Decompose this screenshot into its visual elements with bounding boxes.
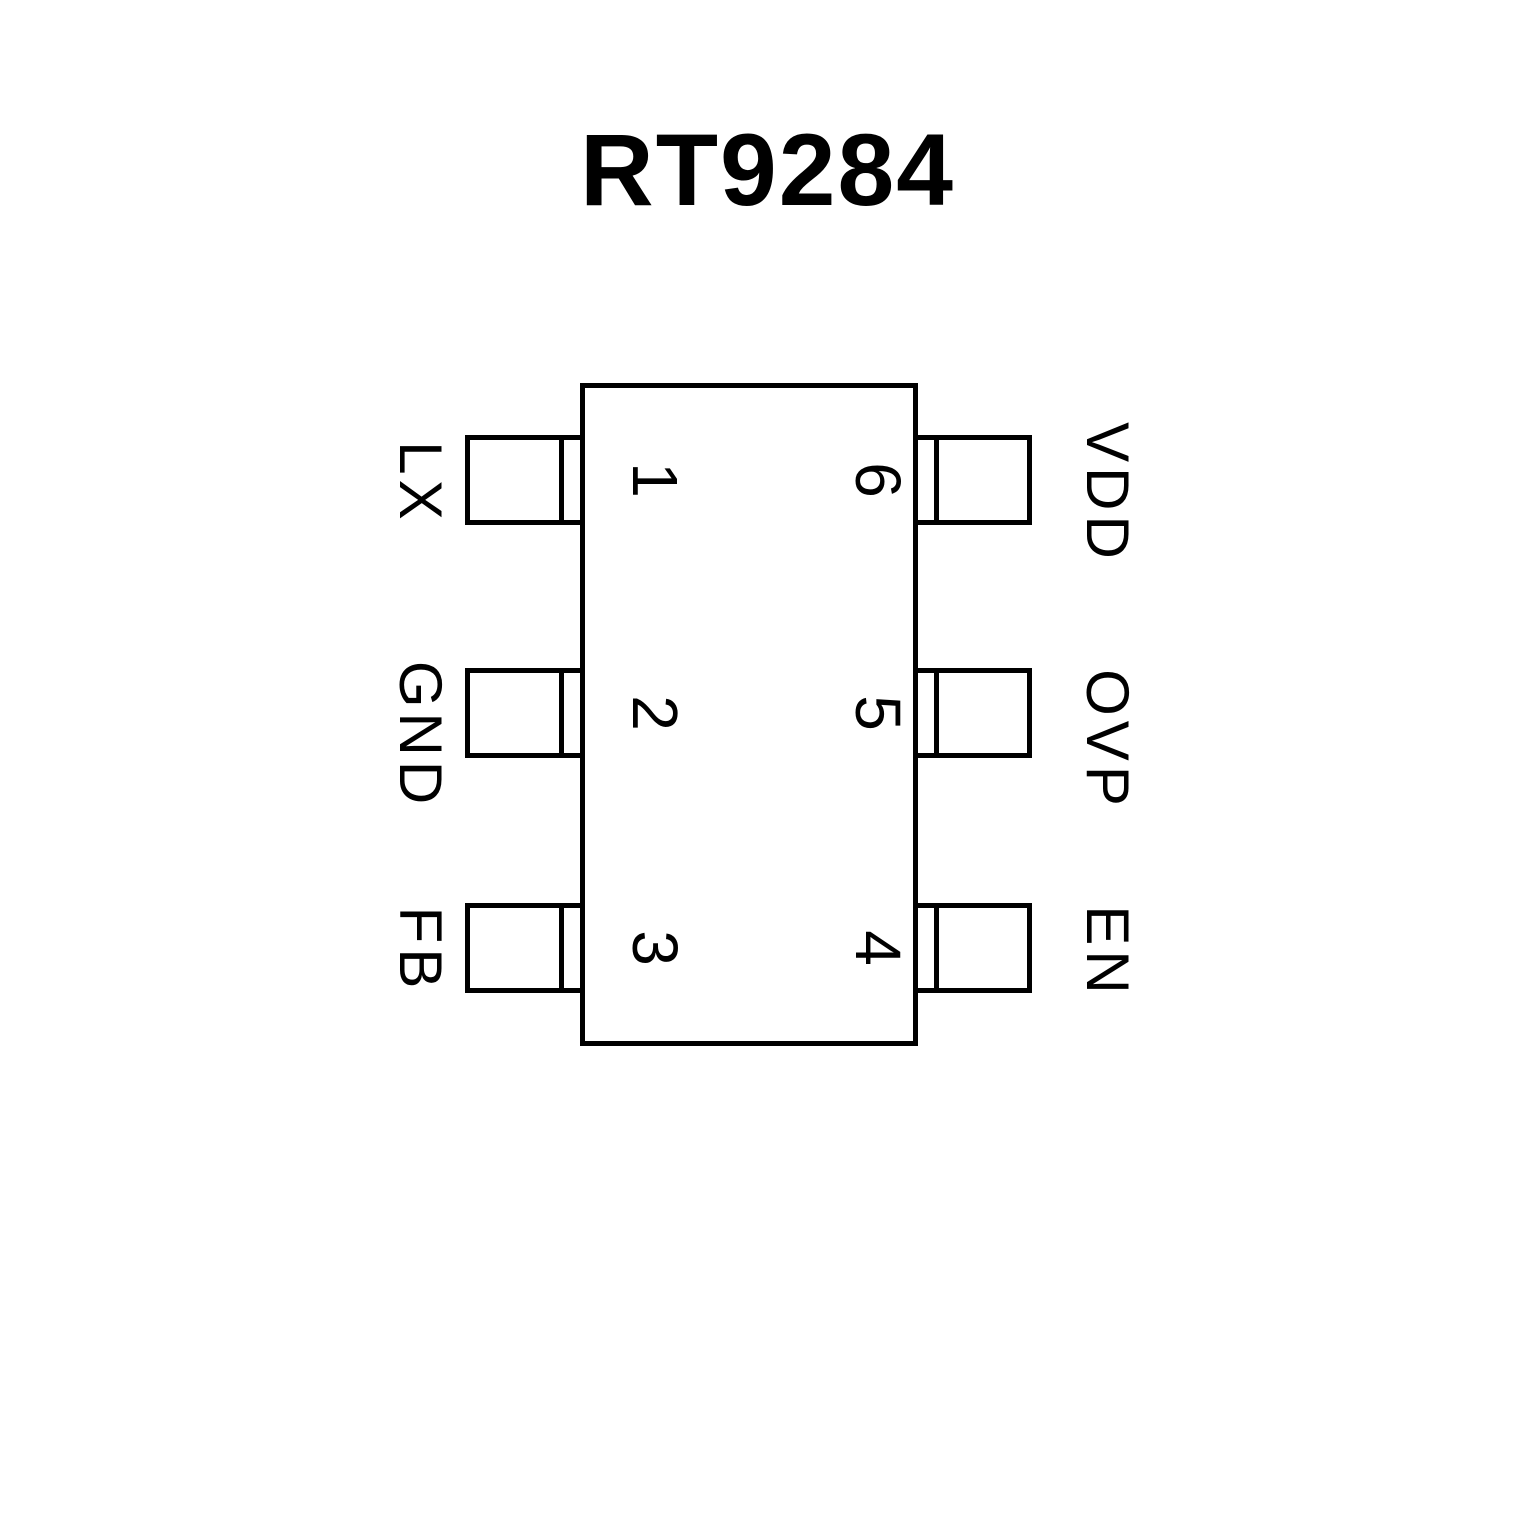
pin-lead-5-seat-line — [934, 668, 939, 758]
pin-lead-2 — [465, 668, 585, 758]
pin-label-fb: FB — [387, 906, 454, 994]
pin-lead-6 — [913, 435, 1032, 525]
page-title: RT9284 — [580, 113, 955, 227]
pin-label-ovp: OVP — [1074, 669, 1141, 811]
pin-number-4: 4 — [842, 930, 914, 966]
pin-lead-6-seat-line — [934, 435, 939, 525]
pin-lead-1-seat-line — [559, 435, 564, 525]
pin-number-3: 3 — [619, 930, 691, 966]
pin-lead-5 — [913, 668, 1032, 758]
pin-lead-2-seat-line — [559, 668, 564, 758]
pin-lead-4 — [913, 903, 1032, 993]
pin-lead-3 — [465, 903, 585, 993]
pin-number-5: 5 — [842, 695, 914, 731]
pin-number-2: 2 — [619, 695, 691, 731]
pin-lead-3-seat-line — [559, 903, 564, 993]
pin-label-en: EN — [1074, 905, 1141, 999]
pin-label-lx: LX — [387, 441, 454, 525]
pin-lead-4-seat-line — [934, 903, 939, 993]
pin-label-vdd: VDD — [1074, 422, 1141, 564]
pin-label-gnd: GND — [387, 660, 454, 810]
pin-number-6: 6 — [842, 462, 914, 498]
pin-lead-1 — [465, 435, 585, 525]
pin-number-1: 1 — [619, 462, 691, 498]
